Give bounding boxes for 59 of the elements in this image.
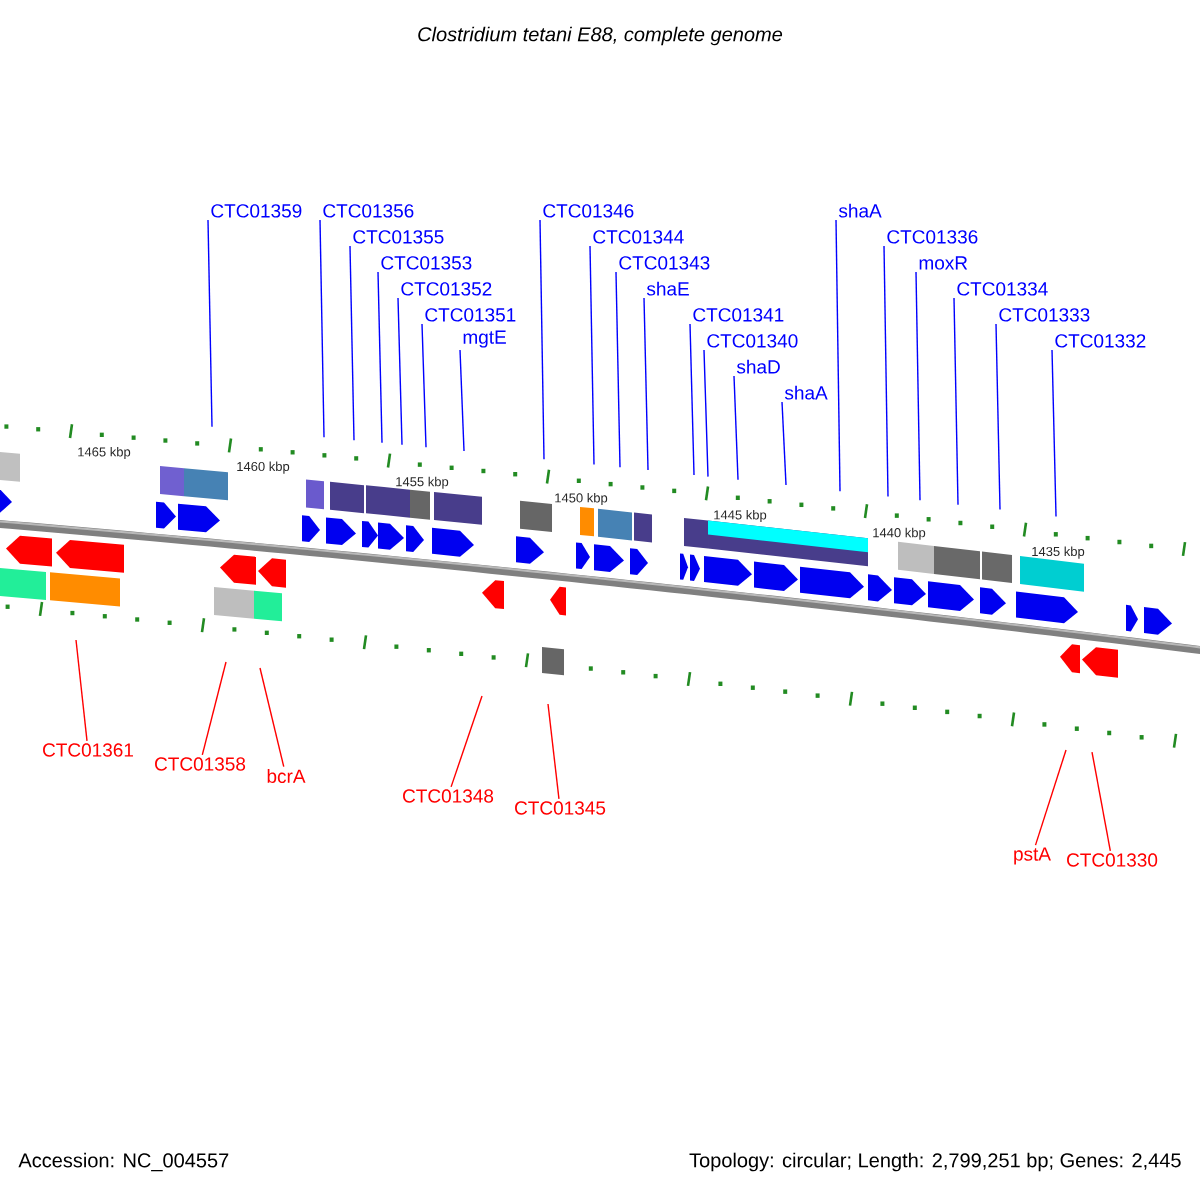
leader-line [349, 245, 355, 441]
gene-label: CTC01356 [323, 204, 414, 218]
leader-line [1034, 749, 1067, 846]
leader-line [915, 271, 921, 501]
leader-line [75, 639, 88, 742]
leader-line [1091, 751, 1111, 852]
leader-line [953, 297, 959, 506]
gene-label: CTC01348 [403, 789, 494, 803]
leader-line [259, 667, 285, 768]
leader-line [319, 219, 325, 438]
gene-label: CTC01352 [401, 282, 492, 296]
leader-line [450, 695, 483, 788]
leader-line [397, 297, 403, 446]
gene-label: CTC01359 [211, 204, 302, 218]
leader-line [1051, 349, 1057, 518]
title: Clostridium tetani E88, complete genome [418, 26, 783, 46]
leader-line [643, 297, 649, 471]
leader-line [733, 375, 739, 481]
leader-line [781, 401, 787, 486]
gene-label: pstA [1014, 847, 1051, 865]
leader-line [421, 323, 427, 448]
gene-label: shaA [838, 203, 882, 218]
leader-line [689, 323, 695, 476]
gene-label: shaD [736, 359, 780, 374]
leader-line [459, 349, 465, 452]
leader-line [883, 245, 889, 498]
gene-label: CTC01345 [515, 801, 606, 815]
gene-label: CTC01334 [957, 282, 1048, 296]
gene-label: moxR [919, 256, 968, 270]
gene-label: CTC01351 [425, 308, 516, 322]
gene-label: CTC01336 [887, 230, 978, 244]
gene-label: CTC01358 [155, 757, 246, 771]
leader-line [377, 271, 383, 444]
footer-text: Accession: NC_004557 [18, 1152, 229, 1172]
gene-label: CTC01343 [619, 256, 710, 270]
leader-line [703, 349, 709, 478]
gene-label: CTC01346 [543, 204, 634, 218]
footer-text: Topology: circular; Length: 2,799,251 bp; Genes: 2,445 [689, 1152, 1181, 1172]
gene-label: mgtE [463, 330, 506, 348]
leader-line [615, 271, 621, 468]
leader-line [201, 661, 227, 756]
leader-line [589, 245, 595, 466]
gene-label: shaA [784, 385, 828, 400]
leader-line [547, 703, 560, 800]
gene-label: CTC01353 [381, 256, 472, 270]
gene-label: CTC01330 [1067, 853, 1158, 867]
leader-line [835, 219, 841, 492]
gene-label: CTC01355 [353, 230, 444, 244]
gene-label: shaE [646, 281, 689, 296]
gene-label: CTC01332 [1055, 334, 1146, 348]
leader-line [207, 219, 213, 428]
leader-line [995, 323, 1001, 511]
gene-label: bcrA [267, 769, 306, 783]
gene-label: CTC01341 [693, 308, 784, 322]
leader-line [539, 219, 545, 460]
gene-label: CTC01361 [43, 743, 133, 757]
gene-label: CTC01344 [593, 230, 684, 244]
gene-label: CTC01340 [707, 334, 798, 348]
gene-label: CTC01333 [999, 308, 1090, 322]
